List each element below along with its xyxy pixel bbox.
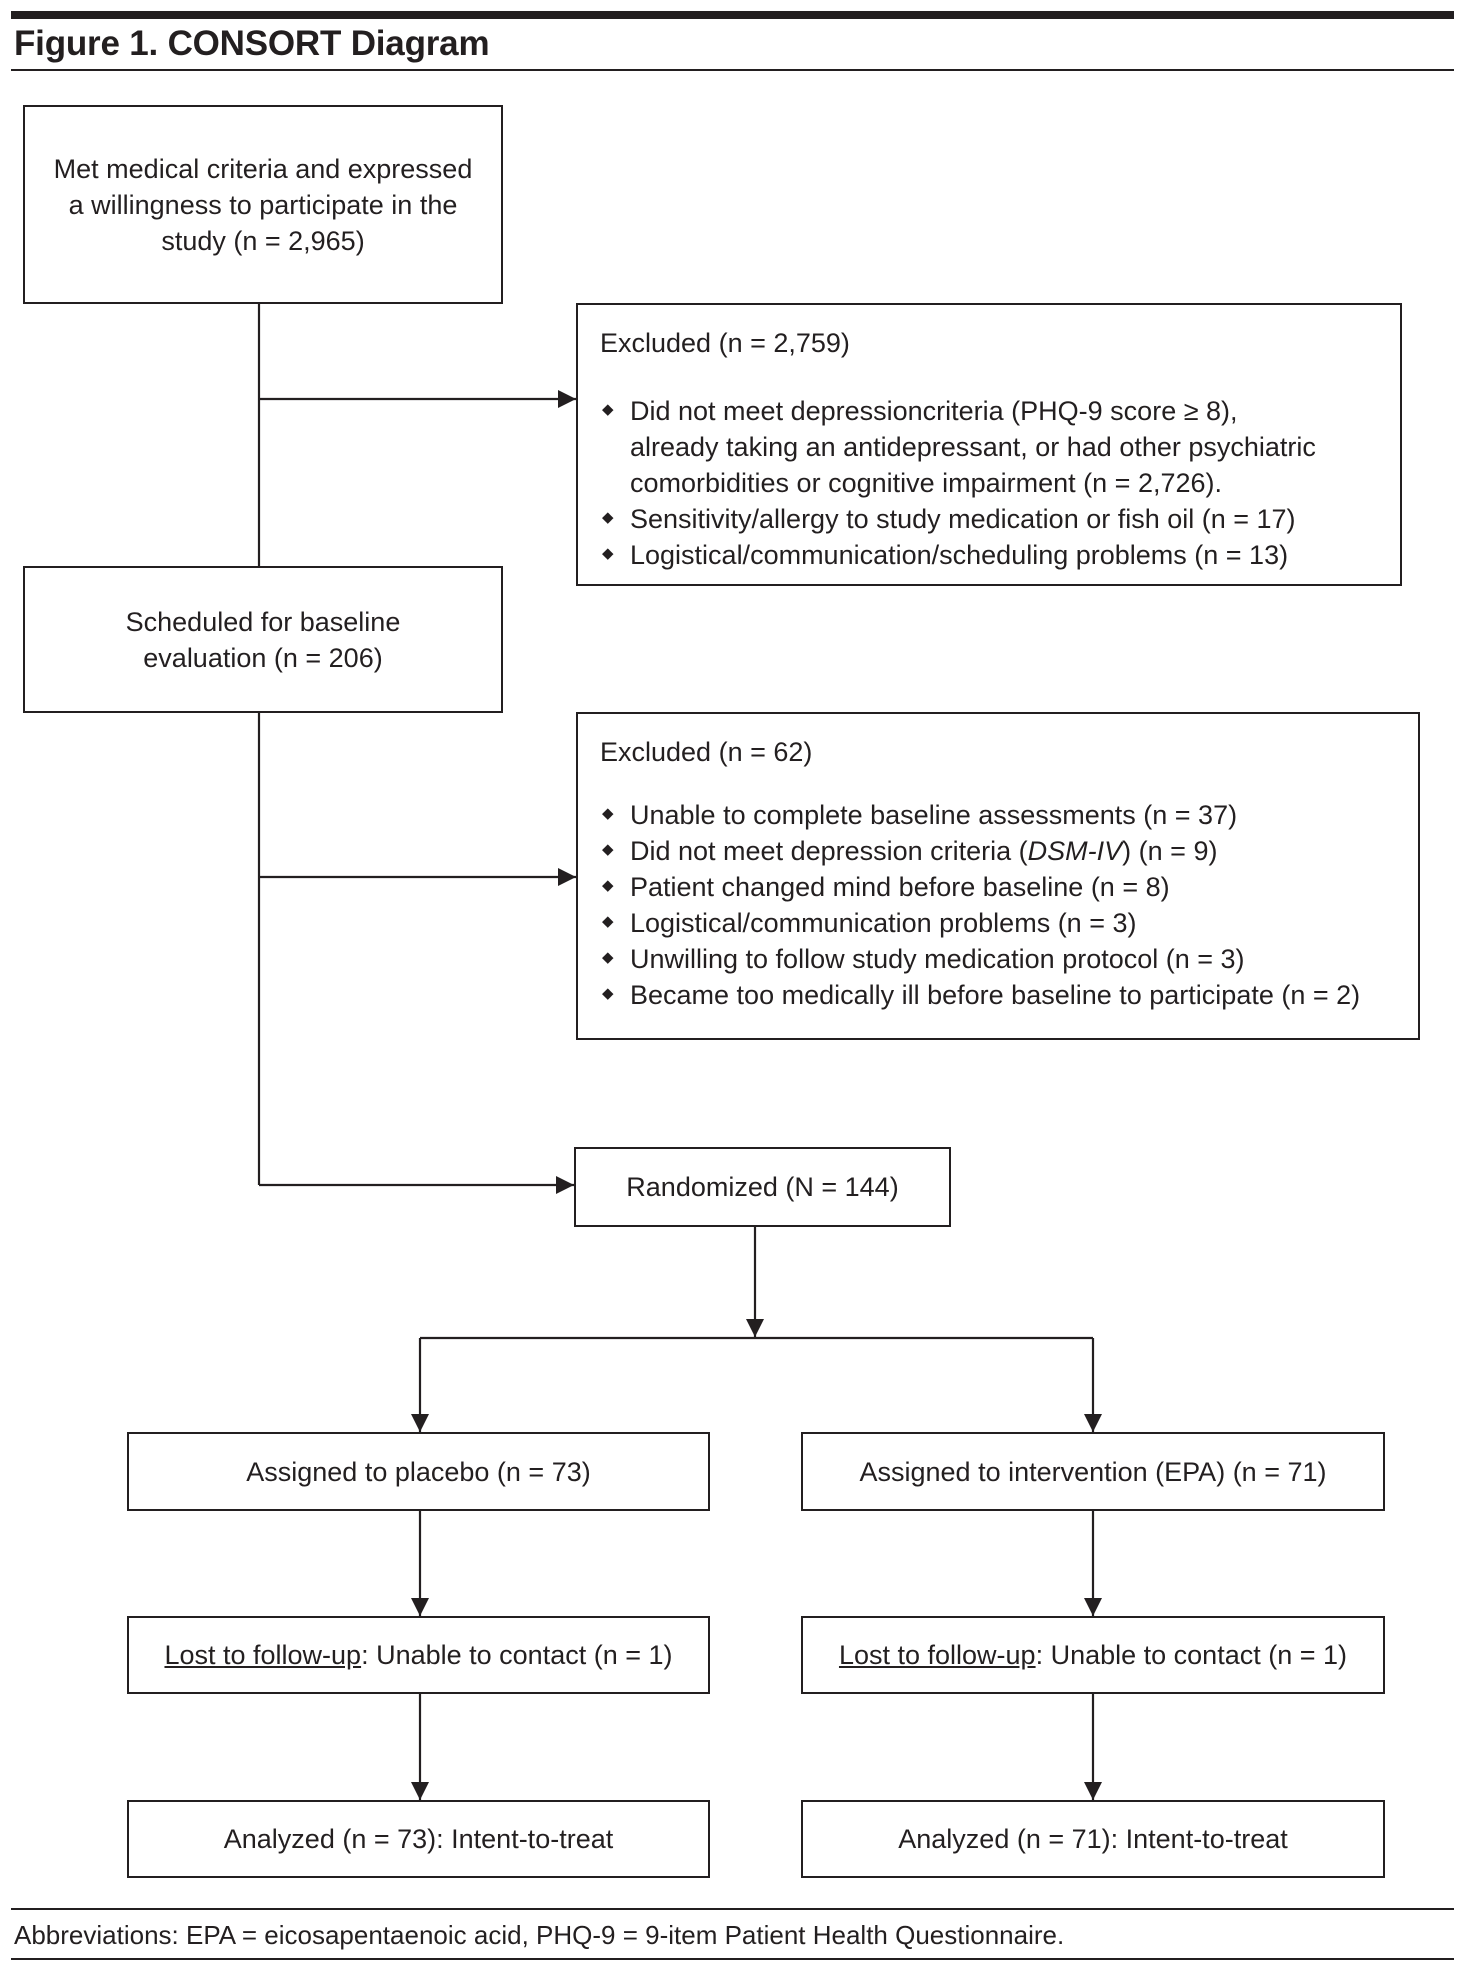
scheduled-line-1: Scheduled for baseline (125, 606, 401, 637)
excluded-2-item: Unwilling to follow study medication pro… (600, 940, 1404, 977)
excluded-2-title: Excluded (n = 62) (600, 737, 813, 767)
footnote-divider (11, 1908, 1454, 1910)
excluded-2-item-text: Did not meet depression criteria ( (630, 836, 1028, 866)
placebo-analyzed-box: Analyzed (n = 73): Intent-to-treat (127, 1800, 710, 1878)
scheduled-box: Scheduled for baseline evaluation (n = 2… (23, 566, 503, 713)
enrollment-line-2: a willingness to participate in the (68, 189, 458, 220)
placebo-assigned-label: Assigned to placebo (n = 73) (246, 1456, 591, 1487)
placebo-analyzed-label: Analyzed (n = 73): Intent-to-treat (223, 1824, 614, 1854)
intervention-lost-box: Lost to follow-up: Unable to contact (n … (801, 1616, 1385, 1694)
intervention-lost-label: Lost to follow-up: Unable to contact (n … (839, 1637, 1347, 1673)
randomized-box: Randomized (N = 144) (574, 1147, 951, 1227)
excluded-box-2: Excluded (n = 62) Unable to complete bas… (576, 712, 1420, 1040)
excluded-2-item: Unable to complete baseline assessments … (600, 796, 1404, 833)
intervention-assigned-label: Assigned to intervention (EPA) (n = 71) (859, 1456, 1327, 1487)
lost-to-follow-up-label: Lost to follow-up (164, 1640, 362, 1670)
excluded-2-item: Patient changed mind before baseline (n … (600, 868, 1404, 905)
excluded-2-item: Logistical/communication problems (n = 3… (600, 904, 1404, 941)
enrollment-line-3: study (n = 2,965) (161, 225, 365, 256)
placebo-lost-box: Lost to follow-up: Unable to contact (n … (127, 1616, 710, 1694)
intervention-assigned-box: Assigned to intervention (EPA) (n = 71) (801, 1432, 1385, 1511)
excluded-2-item: Did not meet depression criteria (DSM-IV… (600, 832, 1404, 869)
excluded-1-list: Did not meet depressioncriteria (PHQ-9 s… (600, 392, 1386, 573)
excluded-box-1: Excluded (n = 2,759) Did not meet depres… (576, 303, 1402, 586)
top-rule (11, 11, 1454, 19)
intervention-lost-detail: : Unable to contact (n = 1) (1035, 1640, 1348, 1670)
title-divider (11, 69, 1454, 71)
dsm-iv-label: DSM-IV (1027, 836, 1123, 866)
lost-to-follow-up-label: Lost to follow-up (838, 1640, 1036, 1670)
abbreviations-footnote: Abbreviations: EPA = eicosapentaenoic ac… (14, 1920, 1065, 1950)
excluded-2-item-text: ) (n = 9) (1122, 836, 1218, 866)
intervention-analyzed-box: Analyzed (n = 71): Intent-to-treat (801, 1800, 1385, 1878)
excluded-1-item: Did not meet depressioncriteria (PHQ-9 s… (600, 392, 1386, 501)
excluded-1-item-1-line-1: Did not meet depressioncriteria (PHQ-9 s… (630, 396, 1238, 426)
scheduled-line-2: evaluation (n = 206) (143, 642, 383, 673)
enrollment-box: Met medical criteria and expressed a wil… (23, 105, 503, 304)
enrollment-line-1: Met medical criteria and expressed (53, 153, 473, 184)
excluded-1-item-1-line-2: already taking an antidepressant, or had… (630, 432, 1316, 462)
excluded-2-list: Unable to complete baseline assessments … (600, 796, 1404, 1013)
placebo-lost-label: Lost to follow-up: Unable to contact (n … (164, 1637, 672, 1673)
excluded-1-item: Sensitivity/allergy to study medication … (600, 500, 1386, 537)
bottom-rule (11, 1958, 1454, 1960)
placebo-lost-detail: : Unable to contact (n = 1) (361, 1640, 673, 1670)
figure-title: Figure 1. CONSORT Diagram (14, 24, 490, 63)
excluded-2-item: Became too medically ill before baseline… (600, 976, 1404, 1013)
intervention-analyzed-label: Analyzed (n = 71): Intent-to-treat (898, 1824, 1288, 1854)
randomized-label: Randomized (N = 144) (626, 1172, 899, 1202)
excluded-1-item: Logistical/communication/scheduling prob… (600, 536, 1386, 573)
placebo-assigned-box: Assigned to placebo (n = 73) (127, 1432, 710, 1511)
excluded-1-title: Excluded (n = 2,759) (600, 328, 850, 358)
excluded-1-item-1-line-3: comorbidities or cognitive impairment (n… (630, 468, 1223, 498)
